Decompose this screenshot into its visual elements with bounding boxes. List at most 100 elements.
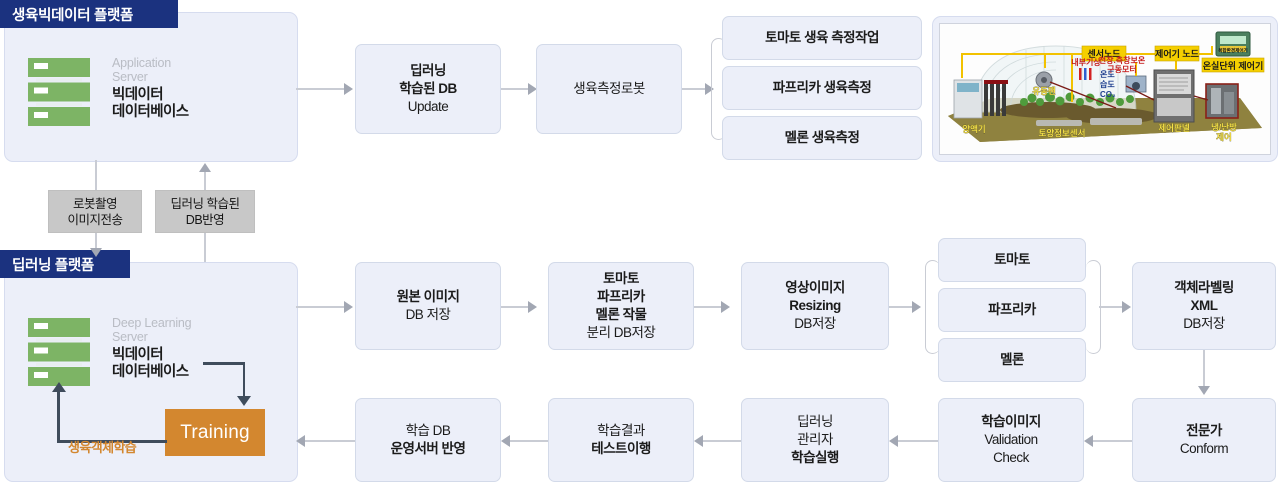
- gh-label-motor-2: 구동모터: [1107, 64, 1136, 74]
- box-line: Resizing: [789, 298, 841, 314]
- box-line: 학습된 DB: [399, 81, 457, 97]
- gh-label-temperature: 온도: [1100, 70, 1115, 79]
- process-box-crop-separation-db[interactable]: 토마토 파프리카 멜론 작물 분리 DB저장: [548, 262, 694, 350]
- box-line: 객체라벨링: [1174, 280, 1234, 296]
- branch-box-paprika-measure[interactable]: 파프리카 생육측정: [722, 66, 922, 110]
- gh-label-motor-1: 천장.측창보온: [1099, 55, 1146, 65]
- arrow-line-top-2: [682, 88, 708, 90]
- process-box-image-resizing-db[interactable]: 영상이미지 Resizing DB저장: [741, 262, 889, 350]
- arrow-head-xml-to-expert: [1198, 386, 1210, 395]
- box-line: 관리자: [797, 432, 833, 448]
- arrow-line-bot-0: [305, 440, 355, 442]
- box-line: 토마토: [994, 252, 1030, 268]
- process-box-training-execute[interactable]: 딥러닝 관리자 학습실행: [741, 398, 889, 482]
- process-box-operation-server-apply[interactable]: 학습 DB 운영서버 반영: [355, 398, 501, 482]
- server-subtitle-line1: Deep Learning: [112, 316, 192, 330]
- server-title-line2: 데이터베이스: [112, 104, 189, 121]
- gh-label-hvac-1: 냉/난방: [1211, 122, 1237, 132]
- box-line: 파프리카 생육측정: [772, 80, 872, 96]
- server-label-deeplearning: Deep Learning Server 빅데이터 데이터베이스: [112, 316, 192, 381]
- branch-box-tomato[interactable]: 토마토: [938, 238, 1086, 282]
- box-line: 멜론 생육측정: [784, 130, 860, 146]
- arrow-line-bot-2: [703, 440, 741, 442]
- arrow-head-mid-2: [721, 300, 730, 313]
- box-line: DB저장: [794, 315, 836, 331]
- arrow-head-bot-2: [694, 434, 703, 447]
- process-box-growth-measure-robot[interactable]: 생육측정로봇: [536, 44, 682, 134]
- server-icon: [28, 58, 90, 126]
- training-loop-v: [57, 392, 60, 442]
- connector-line-robot-2: [95, 232, 97, 250]
- arrow-head-bot-0: [296, 434, 305, 447]
- process-box-deeplearning-db-update[interactable]: 딥러닝 학습된 DB Update: [355, 44, 501, 134]
- connector-label-line2: DB반영: [185, 212, 225, 227]
- connector-line-db: [204, 232, 206, 262]
- process-box-validation-check[interactable]: 학습이미지 Validation Check: [938, 398, 1084, 482]
- arrow-line-top-0: [296, 88, 344, 90]
- process-box-object-labeling-xml[interactable]: 객체라벨링 XML DB저장: [1132, 262, 1276, 350]
- bracket-mid-branch-in: [925, 260, 940, 354]
- arrow-head-mid-0: [344, 300, 353, 313]
- training-block[interactable]: Training: [165, 409, 265, 456]
- panel-title-growth-bigdata-platform: 생육빅데이터 플랫폼: [0, 0, 178, 28]
- arrow-head-mid-3: [912, 300, 921, 313]
- training-loop-arrow: [51, 382, 66, 392]
- gh-label-co2: CO₂: [1100, 90, 1116, 99]
- server-title-line1: 빅데이터: [112, 347, 164, 363]
- server-subtitle-line2: Server: [112, 70, 148, 84]
- training-link-in-arrow: [237, 396, 251, 406]
- box-line: 학습실행: [791, 449, 839, 465]
- box-line: Update: [407, 98, 449, 114]
- branch-box-paprika[interactable]: 파프리카: [938, 288, 1086, 332]
- server-title-line2: 데이터베이스: [112, 364, 189, 381]
- connector-arrow-robot: [89, 248, 102, 257]
- branch-box-tomato-measure[interactable]: 토마토 생육 측정작업: [722, 16, 922, 60]
- connector-label-line1: 딥러닝 학습된: [170, 196, 240, 211]
- process-box-test-execution[interactable]: 학습결과 테스트이행: [548, 398, 694, 482]
- box-line: 학습결과: [597, 423, 645, 439]
- connector-line-db-2: [204, 172, 206, 190]
- box-line: 딥러닝: [410, 63, 446, 79]
- branch-box-melon[interactable]: 멜론: [938, 338, 1086, 382]
- training-link-in-h: [203, 362, 245, 365]
- arrow-line-bot-1: [510, 440, 548, 442]
- box-line: DB 저장: [405, 307, 451, 322]
- gh-label-humidity: 습도: [1100, 79, 1115, 89]
- box-line: 딥러닝: [797, 414, 833, 430]
- training-loop-h: [57, 440, 167, 443]
- gh-label-sensor-node: 센서노드: [1087, 48, 1121, 59]
- panel-title-deeplearning-platform: 딥러닝 플랫폼: [0, 250, 130, 278]
- box-line: 멜론: [1000, 352, 1024, 368]
- arrow-line-bot-3: [898, 440, 938, 442]
- arrow-head-bot-1: [501, 434, 510, 447]
- arrow-head-top-2: [705, 82, 714, 95]
- branch-box-melon-measure[interactable]: 멜론 생육측정: [722, 116, 922, 160]
- gh-label-soil-sensor: 토양정보센서: [1039, 128, 1086, 138]
- server-title-line1: 빅데이터: [112, 87, 164, 103]
- box-line: 원본 이미지: [396, 289, 460, 305]
- process-box-original-image-db[interactable]: 원본 이미지 DB 저장: [355, 262, 501, 350]
- gh-label-control-panel: 제어판넬: [1158, 123, 1189, 133]
- gh-label-greenhouse-controller: 온실단위 제어기: [1203, 60, 1263, 71]
- arrow-head-mid-1: [528, 300, 537, 313]
- box-line: 분리 DB저장: [586, 324, 656, 340]
- bracket-top-branch: [711, 38, 726, 140]
- box-line: 파프리카: [988, 302, 1036, 318]
- box-line: XML: [1190, 298, 1218, 314]
- connector-line-robot: [95, 160, 97, 192]
- box-line: 토마토 생육 측정작업: [765, 30, 879, 46]
- server-subtitle-line1: Application: [112, 56, 171, 70]
- process-box-expert-conform[interactable]: 전문가 Conform: [1132, 398, 1276, 482]
- box-line: Validation: [984, 432, 1038, 448]
- gh-label-device-caption: 복합환경제어기: [1218, 47, 1248, 54]
- box-line: 학습이미지: [981, 414, 1041, 430]
- connector-label-robot-transfer: 로봇촬영 이미지전송: [48, 190, 142, 233]
- arrow-head-mid-4: [1122, 300, 1131, 313]
- box-line: 학습 DB: [405, 423, 451, 439]
- gh-label-fan: 유동팬: [1032, 86, 1056, 96]
- gh-label-controller-node: 제어기 노드: [1155, 48, 1200, 59]
- box-line: 토마토: [603, 271, 639, 287]
- greenhouse-illustration: 센서노드 제어기 노드 온실단위 제어기 내부기상 천장.측창보온 구동모터 온…: [939, 23, 1271, 155]
- arrow-line-bot-4: [1093, 440, 1132, 442]
- connector-label-line1: 로봇촬영: [72, 196, 118, 211]
